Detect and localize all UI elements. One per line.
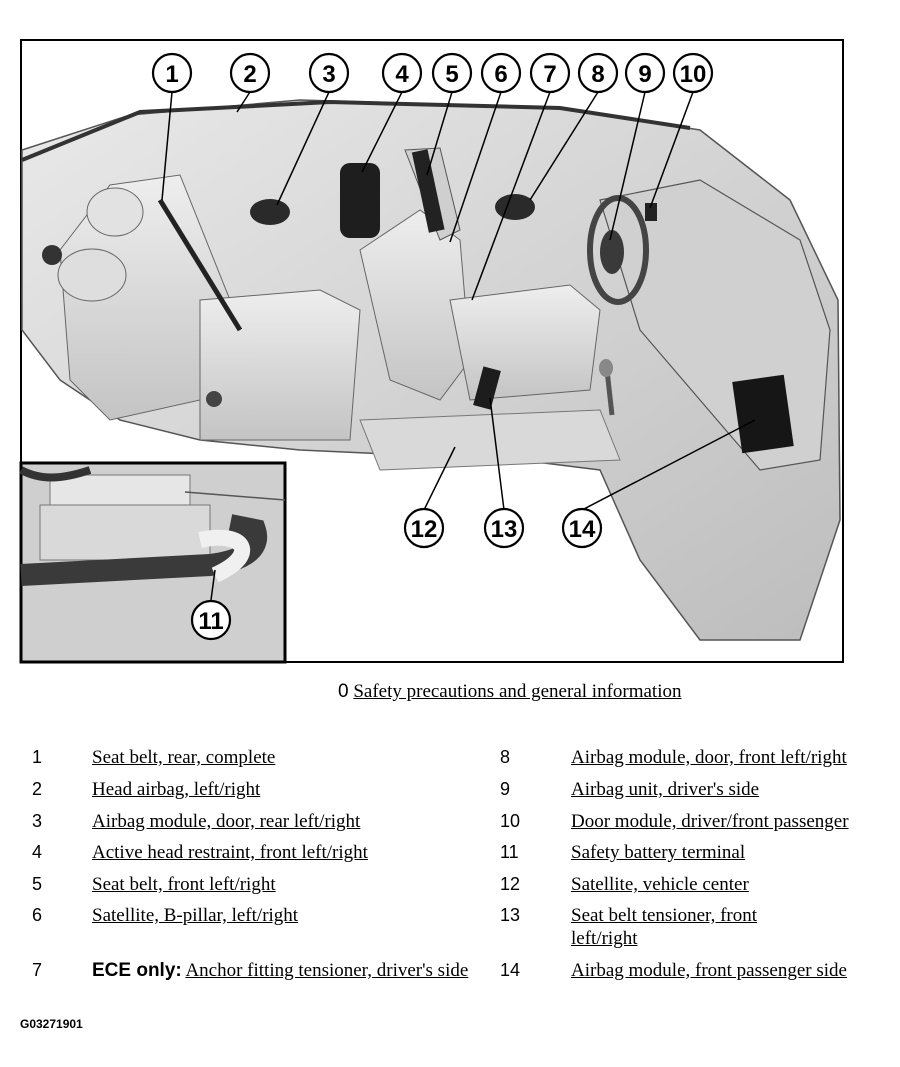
legend-link-5[interactable]: Seat belt, front left/right [92,874,276,895]
callout-2: 2 [229,52,271,94]
svg-text:12: 12 [411,516,438,543]
svg-text:7: 7 [543,61,556,88]
reference-number: 0 [338,681,349,702]
safety-precautions-link[interactable]: Safety precautions and general informati… [353,681,682,702]
ece-only-label: ECE only: [92,960,182,981]
callout-10: 10 [672,52,714,94]
callout-13: 13 [483,507,525,549]
callout-markers: 1 2 3 4 5 6 7 8 9 10 12 13 14 11 [151,52,714,641]
legend-link-13[interactable]: Seat belt tensioner, front left/right [571,905,758,949]
svg-text:1: 1 [165,61,178,88]
leader-lines [161,91,756,601]
reference-link-line: 0 Safety precautions and general informa… [338,681,682,703]
callout-7: 7 [529,52,571,94]
callout-4: 4 [381,52,423,94]
callout-12: 12 [403,507,445,549]
legend-link-10[interactable]: Door module, driver/front passenger [571,811,849,832]
svg-text:4: 4 [395,61,409,88]
svg-text:2: 2 [243,61,256,88]
legend-link-11[interactable]: Safety battery terminal [571,842,746,863]
legend-link-12[interactable]: Satellite, vehicle center [571,874,749,895]
svg-text:3: 3 [322,61,335,88]
svg-text:5: 5 [445,61,458,88]
legend-link-3[interactable]: Airbag module, door, rear left/right [92,811,361,832]
callout-9: 9 [624,52,666,94]
svg-text:10: 10 [680,61,707,88]
legend-link-7[interactable]: ECE only: Anchor fitting tensioner, driv… [92,960,469,981]
svg-text:6: 6 [494,61,507,88]
legend-link-6[interactable]: Satellite, B-pillar, left/right [92,905,299,926]
svg-text:11: 11 [198,608,223,635]
callout-8: 8 [577,52,619,94]
legend-link-9[interactable]: Airbag unit, driver's side [571,779,760,800]
callout-11: 11 [190,599,232,641]
svg-text:8: 8 [591,61,604,88]
legend-link-14[interactable]: Airbag module, front passenger side [571,960,847,981]
callout-14: 14 [561,507,603,549]
figure-id: G03271901 [20,1017,83,1031]
callout-5: 5 [431,52,473,94]
legend-link-2[interactable]: Head airbag, left/right [92,779,261,800]
callout-6: 6 [480,52,522,94]
svg-text:14: 14 [569,516,596,543]
legend-link-8[interactable]: Airbag module, door, front left/right [571,747,847,768]
svg-text:13: 13 [491,516,518,543]
callout-3: 3 [308,52,350,94]
car-interior-illustration [21,99,841,641]
svg-text:9: 9 [638,61,651,88]
inset-battery-terminal [19,461,287,664]
callout-1: 1 [151,52,193,94]
legend-link-4[interactable]: Active head restraint, front left/right [92,842,368,863]
legend-link-1[interactable]: Seat belt, rear, complete [92,747,276,768]
vehicle-safety-diagram: 1 2 3 4 5 6 7 8 9 10 12 13 14 11 [19,39,844,664]
